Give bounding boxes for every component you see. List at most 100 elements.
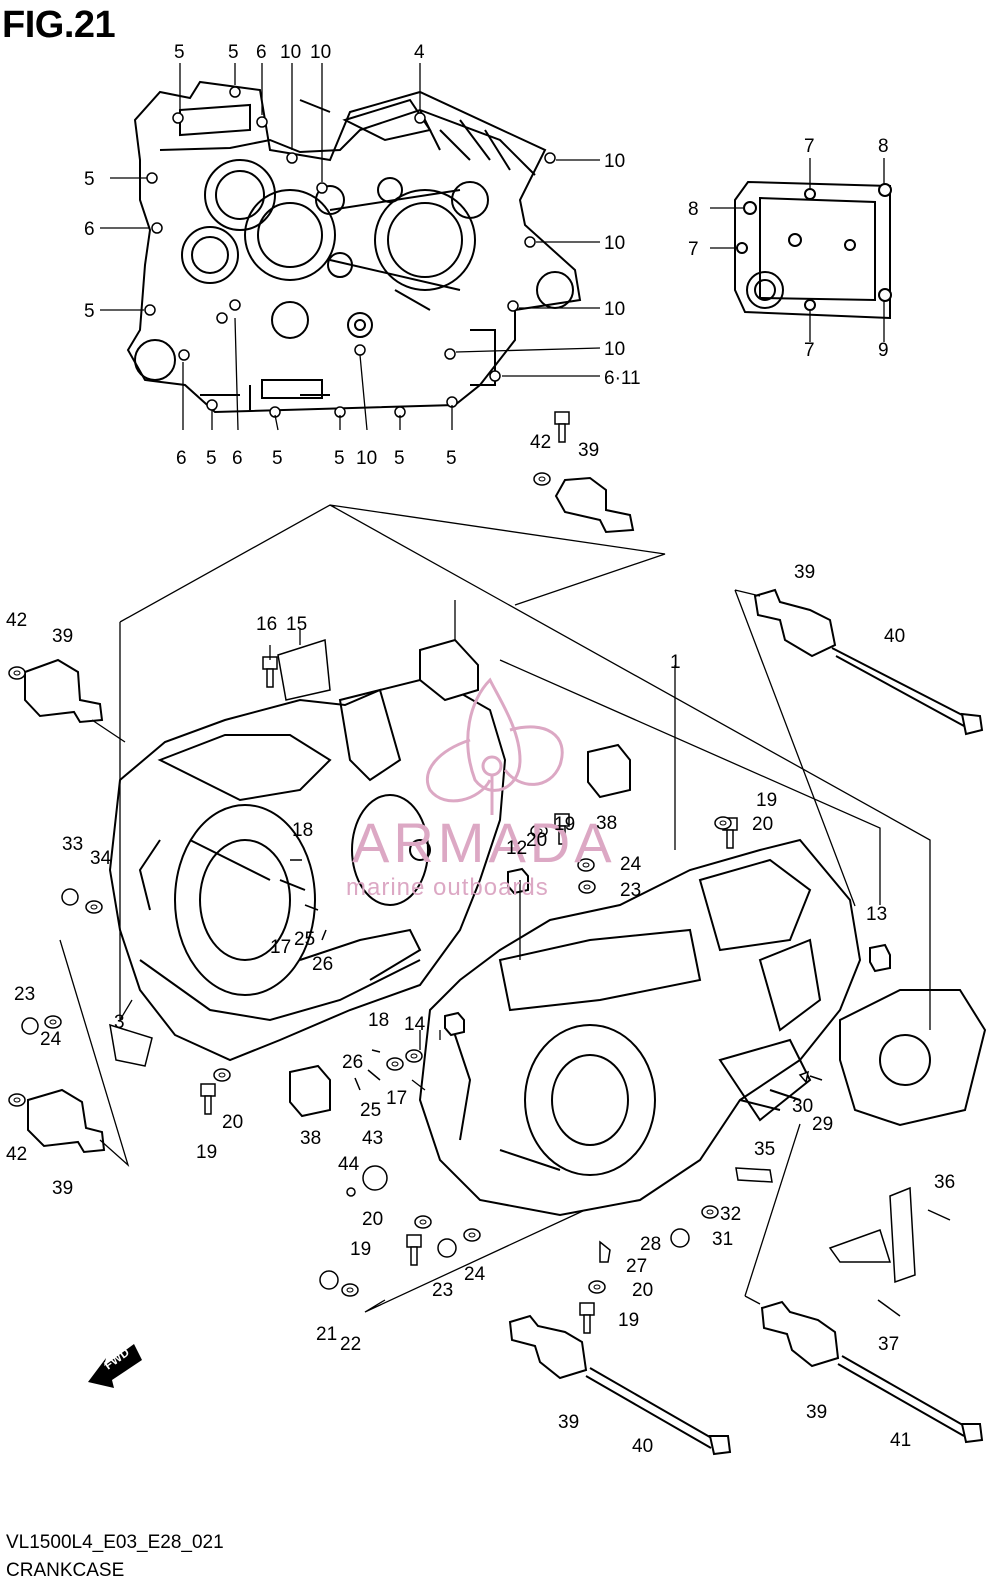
callout-25-b: 25 [360, 1100, 381, 1121]
callout-40-a: 40 [884, 626, 905, 647]
callout-20-e: 20 [632, 1280, 653, 1301]
callout-19-a: 19 [756, 790, 777, 811]
callout-5-b: 5 [228, 42, 239, 63]
callout-5-g: 5 [334, 448, 345, 469]
callout-7-b: 7 [688, 239, 699, 260]
callout-40-b: 40 [632, 1436, 653, 1457]
callout-33: 33 [62, 834, 83, 855]
callout-43: 43 [362, 1128, 383, 1149]
callout-23-a: 23 [620, 880, 641, 901]
callout-22: 22 [340, 1334, 361, 1355]
callout-10-c: 10 [604, 151, 625, 172]
callout-32: 32 [720, 1204, 741, 1225]
callout-19-e: 19 [618, 1310, 639, 1331]
callout-18-b: 18 [368, 1010, 389, 1031]
callout-10-f: 10 [604, 339, 625, 360]
armada-watermark: ARMADA marine outboards [346, 677, 616, 901]
callout-15: 15 [286, 614, 307, 635]
callout-26-b: 26 [342, 1052, 363, 1073]
callout-25-a: 25 [294, 929, 315, 950]
leader-lines [59, 63, 931, 1313]
callout-26-a: 26 [312, 954, 333, 975]
callout-21: 21 [316, 1324, 337, 1345]
callout-6-b: 6 [84, 219, 95, 240]
callout-23-c: 23 [432, 1280, 453, 1301]
callout-5-a: 5 [174, 42, 185, 63]
callout-39-c: 39 [52, 626, 73, 647]
dowel-pins [289, 638, 891, 1118]
cover-plate-view [734, 180, 892, 320]
callout-5-c: 5 [84, 169, 95, 190]
callout-12: 12 [506, 838, 527, 859]
callout-27: 27 [626, 1256, 647, 1277]
callout-5-i: 5 [446, 448, 457, 469]
left-crankcase-half [108, 678, 507, 1062]
callout-5-f: 5 [272, 448, 283, 469]
callout-13: 13 [866, 904, 887, 925]
callout-19-b: 19 [554, 814, 575, 835]
callout-34: 34 [90, 848, 112, 869]
callout-38-b: 38 [300, 1128, 321, 1149]
callout-24-a: 24 [620, 854, 642, 875]
callout-10-b: 10 [310, 42, 331, 63]
watermark-brand: ARMADA [352, 811, 616, 874]
mount-bolts [585, 647, 984, 1456]
callout-35: 35 [754, 1139, 775, 1160]
callout-36: 36 [934, 1172, 955, 1193]
callout-29: 29 [812, 1114, 833, 1135]
callout-19-d: 19 [350, 1239, 371, 1260]
callout-30: 30 [792, 1096, 813, 1117]
watermark-tagline: marine outboards [346, 874, 549, 901]
callout-24-b: 24 [40, 1029, 62, 1050]
callout-37: 37 [878, 1334, 899, 1355]
callout-4: 4 [414, 42, 425, 63]
callout-31: 31 [712, 1229, 733, 1250]
callout-20-d: 20 [362, 1209, 383, 1230]
callout-42-b: 42 [6, 610, 27, 631]
fwd-arrow: FWD [88, 1344, 142, 1388]
callout-20-c: 20 [222, 1112, 243, 1133]
callout-8-b: 8 [688, 199, 699, 220]
callout-14: 14 [404, 1014, 426, 1035]
callout-10-g: 10 [356, 448, 377, 469]
callout-24-c: 24 [464, 1264, 486, 1285]
side-view-bolt-holes [144, 86, 556, 418]
callout-3: 3 [114, 1012, 125, 1033]
callout-labels: 5 5 6 10 10 4 10 5 10 6 5 10 10 6·11 6 5… [6, 42, 955, 1457]
callout-42-c: 42 [6, 1144, 27, 1165]
callout-28: 28 [640, 1234, 661, 1255]
callout-1: 1 [670, 652, 681, 673]
callout-8-a: 8 [878, 136, 889, 157]
right-crankcase-half [418, 838, 987, 1217]
crankcase-side-view [126, 80, 582, 414]
callout-17-b: 17 [386, 1088, 407, 1109]
callout-10-d: 10 [604, 233, 625, 254]
callout-39-b: 39 [794, 562, 815, 583]
mount-bushings [24, 476, 840, 1380]
callout-44: 44 [338, 1154, 360, 1175]
callout-38-a: 38 [596, 813, 617, 834]
callout-19-c: 19 [196, 1142, 217, 1163]
callout-20-a: 20 [752, 814, 773, 835]
callout-5-h: 5 [394, 448, 405, 469]
figure-name: CRANKCASE [6, 1560, 125, 1581]
callout-6-d: 6 [232, 448, 243, 469]
callout-5-e: 5 [206, 448, 217, 469]
callout-6-c: 6 [176, 448, 187, 469]
callout-20-b: 20 [526, 830, 547, 851]
callout-9: 9 [878, 340, 889, 361]
callout-39-a: 39 [578, 440, 599, 461]
figure-title: FIG.21 [2, 4, 116, 46]
callout-5-d: 5 [84, 301, 95, 322]
callout-10-a: 10 [280, 42, 301, 63]
callout-16: 16 [256, 614, 277, 635]
callout-23-b: 23 [14, 984, 35, 1005]
callout-41: 41 [890, 1430, 911, 1451]
callout-42-a: 42 [530, 432, 551, 453]
callout-18-a: 18 [292, 820, 313, 841]
callout-39-d: 39 [52, 1178, 73, 1199]
small-hardware [8, 411, 951, 1334]
callout-10-e: 10 [604, 299, 625, 320]
callout-7-c: 7 [804, 340, 815, 361]
